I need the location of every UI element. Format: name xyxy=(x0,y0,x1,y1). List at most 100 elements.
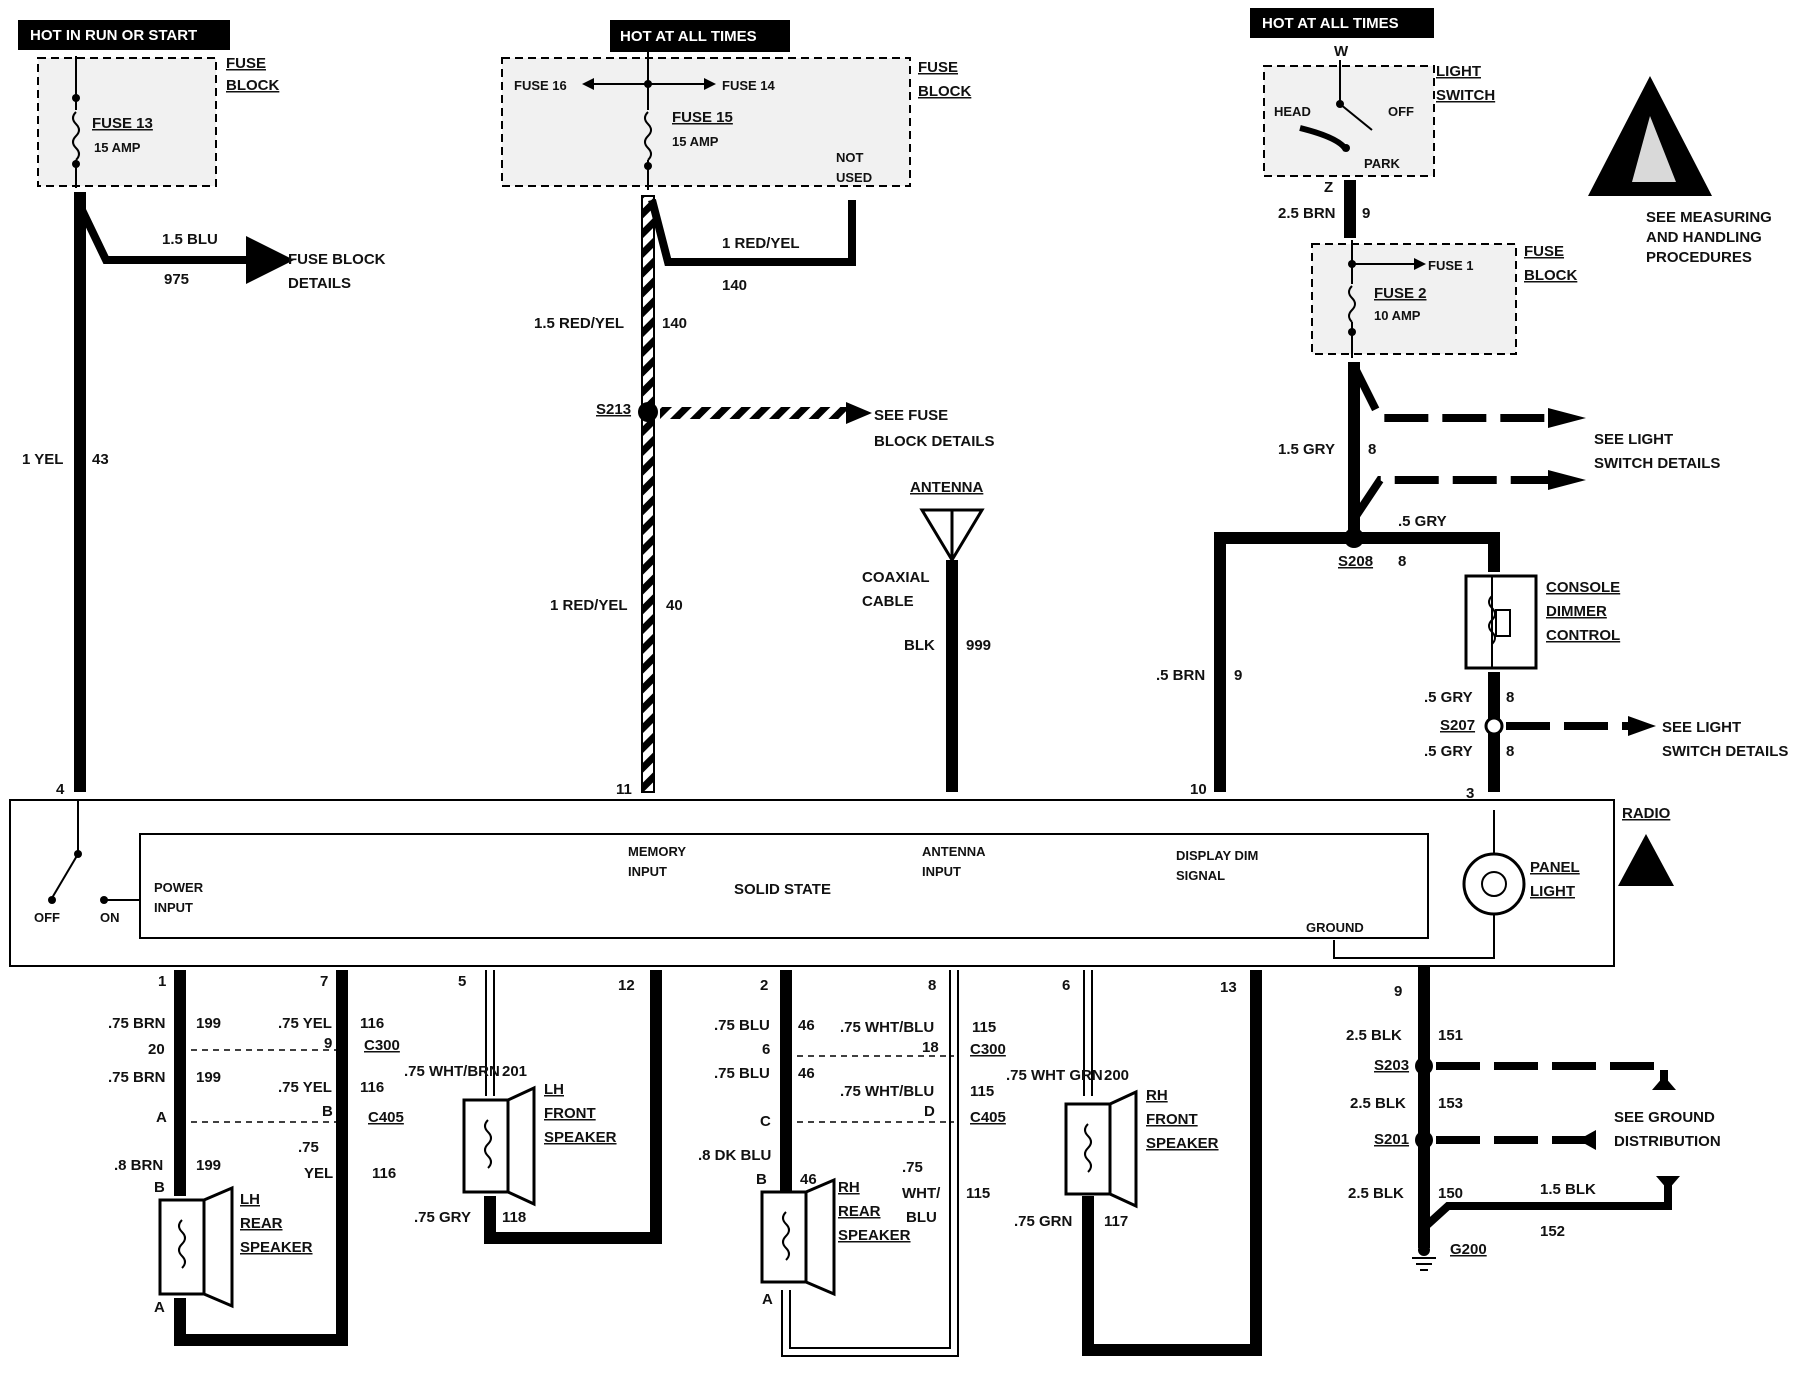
label-speakers-rr-c405: C405 xyxy=(970,1109,1006,1126)
label-left_fuse-block-1: BLOCK xyxy=(226,77,279,94)
label-speakers-lf-name-2: SPEAKER xyxy=(544,1129,617,1146)
label-speakers-lf-w2: .75 GRY xyxy=(414,1209,471,1226)
label-light_switch-off: OFF xyxy=(1388,104,1414,119)
label-speakers-rr-c300: C300 xyxy=(970,1041,1006,1058)
label-radio-power_input-1: INPUT xyxy=(154,900,193,915)
label-wires-fuse_block_details-1: DETAILS xyxy=(288,275,351,292)
label-wires-console-2: CONTROL xyxy=(1546,627,1620,644)
label-ground-w151: 2.5 BLK xyxy=(1346,1027,1402,1044)
label-wires-w975_b: 975 xyxy=(164,271,189,288)
label-wires-w9_top_b: 9 xyxy=(1362,205,1370,222)
label-speakers-pins-1: 7 xyxy=(320,973,328,990)
light-switch xyxy=(1263,65,1435,177)
label-mid_fuse-block-0: FUSE xyxy=(918,59,958,76)
wire-140-top xyxy=(648,199,856,266)
label-speakers-rr-B: B xyxy=(756,1171,767,1188)
label-light_switch-head: HEAD xyxy=(1274,104,1311,119)
label-speakers-rf-name-0: RH xyxy=(1146,1087,1168,1104)
splice-s213 xyxy=(638,402,658,422)
label-speakers-lr-c9: 9 xyxy=(324,1035,332,1052)
label-headers-left: HOT IN RUN OR START xyxy=(30,27,197,44)
label-speakers-rr-w2: .75 BLU xyxy=(714,1065,770,1082)
label-speakers-rr-cC: C xyxy=(760,1113,771,1130)
label-wires-see_fuse-1: BLOCK DETAILS xyxy=(874,433,995,450)
label-speakers-lr-c405: C405 xyxy=(368,1109,404,1126)
label-speakers-lr-A2: A xyxy=(154,1299,165,1316)
label-speakers-lr-w2n: 199 xyxy=(196,1069,221,1086)
label-wires-s207: S207 xyxy=(1440,717,1475,734)
label-wires-w999_b: 999 xyxy=(966,637,991,654)
label-speakers-lf-name-0: LH xyxy=(544,1081,564,1098)
label-wires-coax-0: COAXIAL xyxy=(862,569,930,586)
label-speakers-pins-2: 5 xyxy=(458,973,466,990)
label-speakers-rf-w2n: 117 xyxy=(1104,1213,1128,1230)
label-speakers-pins-0: 1 xyxy=(158,973,166,990)
panel-light-icon xyxy=(1462,852,1526,916)
label-radio-ground: GROUND xyxy=(1306,920,1364,935)
wire-152 xyxy=(1423,1184,1672,1229)
fuse-2: FUSE 2 xyxy=(1374,285,1427,302)
label-speakers-lr-w3: .8 BRN xyxy=(114,1157,163,1174)
label-light_switch-w: W xyxy=(1334,43,1349,60)
antenna-label: ANTENNA xyxy=(910,479,983,496)
label-radio-panel_light-1: LIGHT xyxy=(1530,883,1575,900)
label-speakers-rr-x1: .75 WHT/BLU xyxy=(840,1019,934,1036)
label-speakers-lf-name-1: FRONT xyxy=(544,1105,596,1122)
label-wires-s208: S208 xyxy=(1338,553,1373,570)
label-speakers-lr-B: B xyxy=(154,1179,165,1196)
label-speakers-rf-w1: .75 WHT GRN xyxy=(1006,1067,1103,1084)
label-speakers-rr-x1n: 115 xyxy=(972,1019,996,1036)
label-radio-panel_light-0: PANEL xyxy=(1530,859,1580,876)
label-left_fuse-amp: 15 AMP xyxy=(94,140,141,155)
label-speakers-lf-w1n: 201 xyxy=(502,1063,527,1080)
label-right_fuse-amp: 10 AMP xyxy=(1374,308,1421,323)
label-light_switch-label-1: SWITCH xyxy=(1436,87,1495,104)
label-headers-mid: HOT AT ALL TIMES xyxy=(620,28,757,45)
label-right_fuse-block-1: BLOCK xyxy=(1524,267,1577,284)
label-speakers-rr-A: A xyxy=(762,1291,773,1308)
label-ground-g200: G200 xyxy=(1450,1241,1487,1258)
wire-s203-ground xyxy=(1436,1062,1668,1088)
label-wires-gry_a2: 8 xyxy=(1506,689,1514,706)
label-speakers-lr-cB: B xyxy=(322,1103,333,1120)
label-speakers-lr-y3b: YEL xyxy=(304,1165,333,1182)
ground-symbol-icon xyxy=(1412,1244,1436,1271)
label-radio-power_input-0: POWER xyxy=(154,880,204,895)
label-esd_note-0: SEE MEASURING xyxy=(1646,209,1772,226)
left-fuse-block xyxy=(37,57,217,187)
label-wires-gry_a1: .5 GRY xyxy=(1424,689,1473,706)
label-ground-s201: S201 xyxy=(1374,1131,1409,1148)
label-speakers-lr-cA: A xyxy=(156,1109,167,1126)
label-radio-off: OFF xyxy=(34,910,60,925)
label-wires-gry5: .5 GRY xyxy=(1398,513,1447,530)
label-speakers-lr-name-0: LH xyxy=(240,1191,260,1208)
label-wires-w140_b: 140 xyxy=(662,315,687,332)
label-ground-w153n: 153 xyxy=(1438,1095,1463,1112)
label-radio-antenna_input-1: INPUT xyxy=(922,864,961,879)
header-hot-run-start: HOT IN RUN OR START xyxy=(18,20,230,50)
label-speakers-pins-8: 9 xyxy=(1394,983,1402,1000)
label-ground-w153: 2.5 BLK xyxy=(1350,1095,1406,1112)
label-esd_note-2: PROCEDURES xyxy=(1646,249,1752,266)
label-speakers-lr-y3n: 116 xyxy=(372,1165,396,1182)
label-wires-console-1: DIMMER xyxy=(1546,603,1607,620)
rh-rear-speaker-icon xyxy=(760,1177,836,1297)
label-speakers-rr-w3n: 46 xyxy=(800,1171,817,1188)
label-speakers-lf-w1: .75 WHT/BRN xyxy=(404,1063,500,1080)
label-speakers-rr-x2: .75 WHT/BLU xyxy=(840,1083,934,1100)
label-ground-w151n: 151 xyxy=(1438,1027,1463,1044)
fuse-15: FUSE 15 xyxy=(672,109,733,126)
label-speakers-rr-w2n: 46 xyxy=(798,1065,815,1082)
wire-to-light-switch-1 xyxy=(1352,368,1560,422)
wire-117 xyxy=(1082,970,1262,1356)
label-wires-w9_b: 9 xyxy=(1234,667,1242,684)
lh-front-speaker-icon xyxy=(462,1085,536,1207)
label-radio-pin11: 11 xyxy=(616,781,632,798)
label-radio-pin3: 3 xyxy=(1466,785,1474,802)
label-wires-see_light_1-1: SWITCH DETAILS xyxy=(1594,455,1720,472)
label-mid_fuse-block-1: BLOCK xyxy=(918,83,971,100)
label-mid_fuse-fuse16: FUSE 16 xyxy=(514,78,567,93)
label-speakers-rr-x3a: .75 xyxy=(902,1159,923,1176)
wire-40 xyxy=(641,195,655,793)
